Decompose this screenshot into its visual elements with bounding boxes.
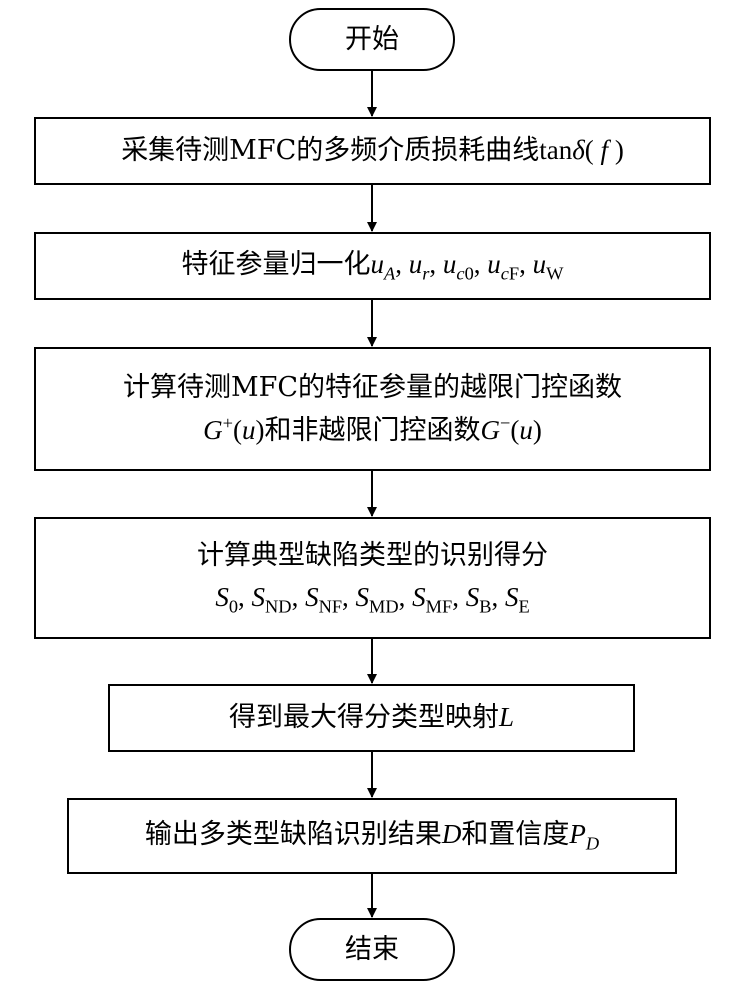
step-gating-functions: 计算待测MFC的特征参量的越限门控函数 G+(u)和非越限门控函数G−(u) bbox=[34, 347, 711, 471]
g-minus-function: G−(u) bbox=[480, 412, 542, 445]
end-terminal: 结束 bbox=[289, 918, 455, 981]
step5-line: 得到最大得分类型映射L bbox=[229, 697, 514, 739]
step6-mid-text: 和置信度 bbox=[461, 819, 570, 851]
step1-text: 采集待测MFC的多频介质损耗曲线 bbox=[121, 135, 540, 167]
step2-text: 特征参量归一化 bbox=[181, 249, 371, 281]
step6-text: 输出多类型缺陷识别结果 bbox=[144, 819, 442, 851]
step6-confidence-symbol: PD bbox=[569, 819, 600, 854]
step6-result-symbol: D bbox=[441, 819, 462, 850]
end-label: 结束 bbox=[345, 933, 399, 965]
step3-line1: 计算待测MFC的特征参量的越限门控函数 bbox=[122, 371, 623, 403]
step5-symbol: L bbox=[498, 702, 515, 733]
step6-line: 输出多类型缺陷识别结果D和置信度PD bbox=[145, 814, 599, 858]
step5-text: 得到最大得分类型映射 bbox=[228, 702, 499, 734]
g-plus-function: G+(u) bbox=[203, 412, 265, 445]
step1-line: 采集待测MFC的多频介质损耗曲线tanδ( f ) bbox=[121, 130, 624, 172]
start-label: 开始 bbox=[345, 23, 399, 55]
step4-scores: S0, SND, SNF, SMD, SMF, SB, SE bbox=[215, 582, 530, 617]
step2-line: 特征参量归一化uA, ur, uc0, ucF, uW bbox=[182, 244, 564, 288]
step4-line1: 计算典型缺陷类型的识别得分 bbox=[197, 540, 548, 572]
step2-formula: uA, ur, uc0, ucF, uW bbox=[370, 249, 564, 284]
start-terminal: 开始 bbox=[289, 8, 455, 71]
step1-formula: tanδ( f ) bbox=[539, 135, 624, 166]
step-normalize-features: 特征参量归一化uA, ur, uc0, ucF, uW bbox=[34, 232, 711, 300]
step-collect-curve: 采集待测MFC的多频介质损耗曲线tanδ( f ) bbox=[34, 117, 711, 185]
step3-mid-text: 和非越限门控函数 bbox=[264, 414, 481, 446]
step-max-score-mapping: 得到最大得分类型映射L bbox=[108, 684, 635, 752]
step3-line2: G+(u)和非越限门控函数G−(u) bbox=[203, 409, 542, 452]
step-output-result: 输出多类型缺陷识别结果D和置信度PD bbox=[67, 798, 677, 874]
step-recognition-scores: 计算典型缺陷类型的识别得分 S0, SND, SNF, SMD, SMF, SB… bbox=[34, 517, 711, 639]
